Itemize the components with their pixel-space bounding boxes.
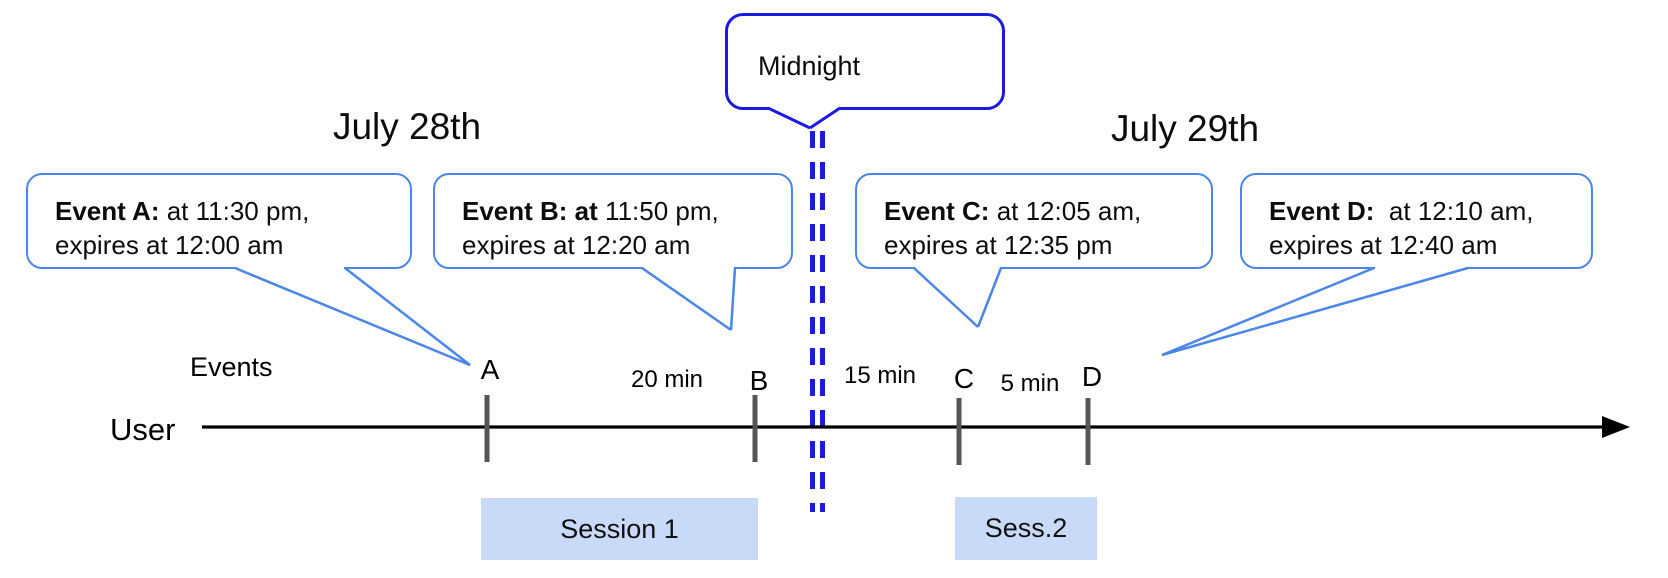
- event-d-callout-tail: [1161, 265, 1469, 357]
- tick-label-c: C: [953, 363, 975, 394]
- event-d-callout: Event D: at 12:10 am, expires at 12:40 a…: [1240, 173, 1593, 269]
- date-title-july-29: July 29th: [1110, 108, 1260, 149]
- event-a-callout-tail: [234, 265, 471, 367]
- event-d-line1: Event D: at 12:10 am,: [1269, 196, 1534, 226]
- interval-20min: 20 min: [630, 366, 704, 393]
- event-b-line2: expires at 12:20 am: [462, 230, 691, 260]
- event-c-callout-tail: [913, 265, 1003, 328]
- user-row-label: User: [110, 412, 176, 447]
- midnight-dashed-line: [810, 131, 825, 512]
- event-c-line2: expires at 12:35 pm: [884, 230, 1113, 260]
- event-c-line1: Event C: at 12:05 am,: [884, 196, 1142, 226]
- midnight-label: Midnight: [758, 51, 861, 81]
- events-row-label: Events: [190, 352, 273, 382]
- session-1-box: Session 1: [481, 498, 758, 560]
- event-b-line1: Event B: at 11:50 pm,: [462, 196, 719, 226]
- timeline-arrow: [202, 416, 1630, 438]
- event-b-callout-tail: [641, 265, 737, 332]
- event-a-line1: Event A: at 11:30 pm,: [55, 196, 310, 226]
- tick-label-a: A: [480, 354, 500, 385]
- event-c-callout: Event C: at 12:05 am, expires at 12:35 p…: [855, 173, 1213, 269]
- interval-5min: 5 min: [1000, 370, 1060, 397]
- event-b-callout: Event B: at 11:50 pm, expires at 12:20 a…: [433, 173, 793, 269]
- session-2-box: Sess.2: [955, 497, 1097, 560]
- tick-label-b: B: [749, 365, 769, 396]
- event-a-callout: Event A: at 11:30 pm, expires at 12:00 a…: [26, 173, 412, 269]
- tick-label-d: D: [1081, 361, 1103, 392]
- midnight-callout: Midnight: [725, 13, 1005, 110]
- event-d-line2: expires at 12:40 am: [1269, 230, 1498, 260]
- event-a-line2: expires at 12:00 am: [55, 230, 284, 260]
- session-2-label: Sess.2: [984, 513, 1068, 543]
- session-1-label: Session 1: [560, 513, 679, 544]
- interval-15min: 15 min: [843, 362, 917, 389]
- date-title-july-28: July 28th: [332, 106, 482, 147]
